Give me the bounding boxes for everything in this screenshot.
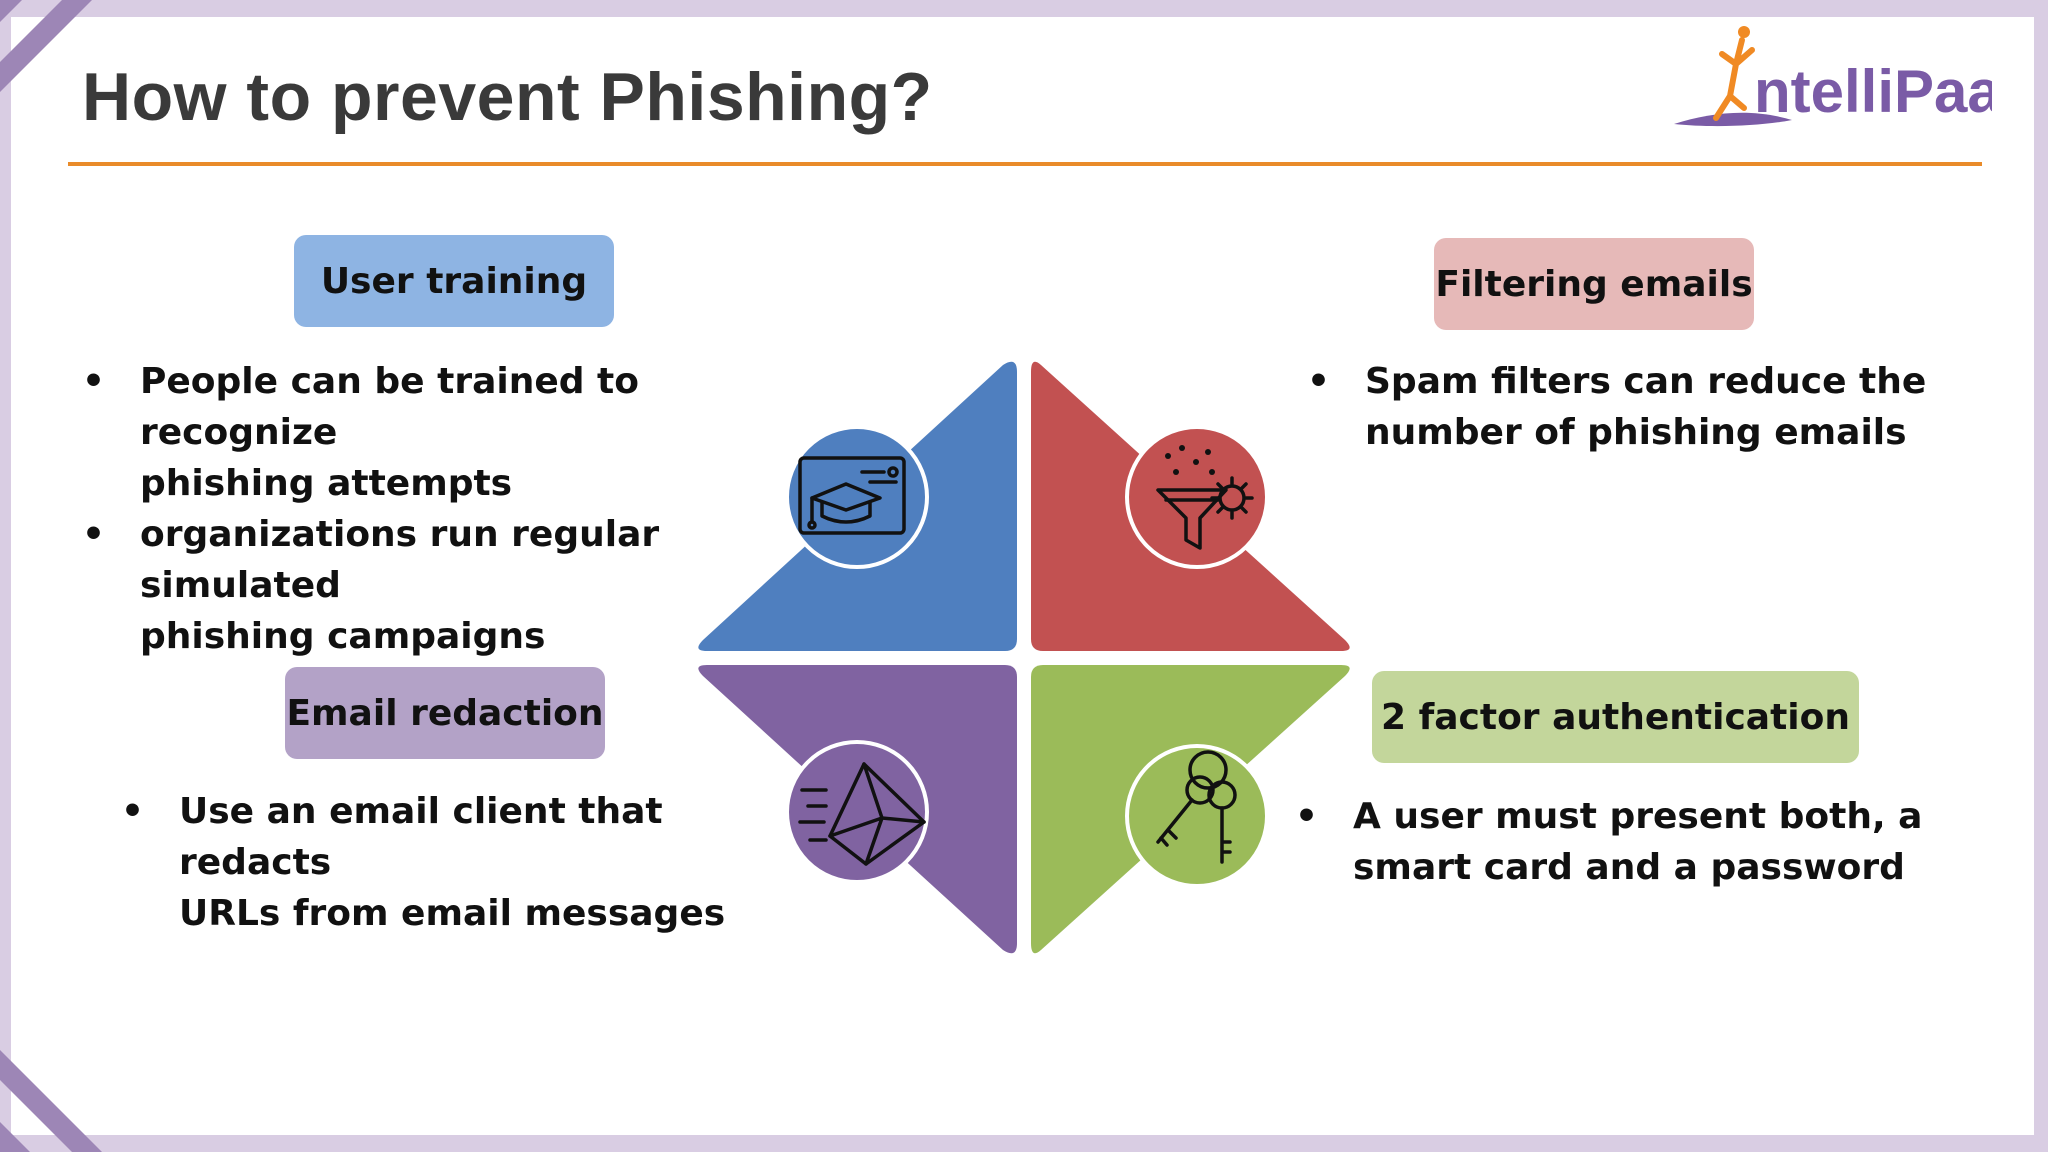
- runner-i-logo-icon: [1674, 26, 1792, 127]
- intellipaat-logo: ntelliPaat: [1674, 26, 1992, 127]
- graduation-certificate-icon: [785, 425, 929, 569]
- bullet-line: Spam filters can reduce the: [1365, 361, 1927, 402]
- bullet-line: number of phishing emails: [1365, 412, 1907, 453]
- bullet-line: phishing campaigns: [140, 616, 546, 657]
- bullet-line: smart card and a password: [1353, 847, 1905, 888]
- user-training-bullets: People can be trained to recognize phishi…: [82, 356, 782, 662]
- logo-wordmark: ntelliPaat: [1754, 58, 1992, 125]
- bullet-line: URLs from email messages: [179, 893, 726, 934]
- two-factor-heading: 2 factor authentication: [1372, 671, 1859, 763]
- fast-envelope-icon: [785, 740, 929, 884]
- list-item: People can be trained to recognize phishi…: [82, 356, 782, 509]
- title-underline: [68, 162, 1982, 166]
- bullet-line: organizations run regular simulated: [140, 514, 660, 606]
- funnel-gear-icon: [1125, 425, 1269, 569]
- email-redaction-heading: Email redaction: [285, 667, 605, 759]
- page-title: How to prevent Phishing?: [82, 59, 933, 135]
- list-item: A user must present both, a smart card an…: [1295, 791, 1975, 893]
- filtering-emails-bullets: Spam filters can reduce the number of phi…: [1307, 356, 1987, 458]
- corner-stripe-bottom-left: [0, 1050, 102, 1152]
- bullet-line: Use an email client that redacts: [179, 791, 663, 883]
- bullet-line: A user must present both, a: [1353, 796, 1923, 837]
- bullet-line: phishing attempts: [140, 463, 513, 504]
- two-factor-bullets: A user must present both, a smart card an…: [1295, 791, 1975, 893]
- keys-icon: [1125, 744, 1269, 888]
- bullet-line: People can be trained to recognize: [140, 361, 639, 453]
- corner-stripe-top-left: [0, 0, 92, 92]
- filtering-emails-heading: Filtering emails: [1434, 238, 1754, 330]
- list-item: organizations run regular simulated phish…: [82, 509, 782, 662]
- list-item: Spam filters can reduce the number of phi…: [1307, 356, 1987, 458]
- user-training-heading: User training: [294, 235, 614, 327]
